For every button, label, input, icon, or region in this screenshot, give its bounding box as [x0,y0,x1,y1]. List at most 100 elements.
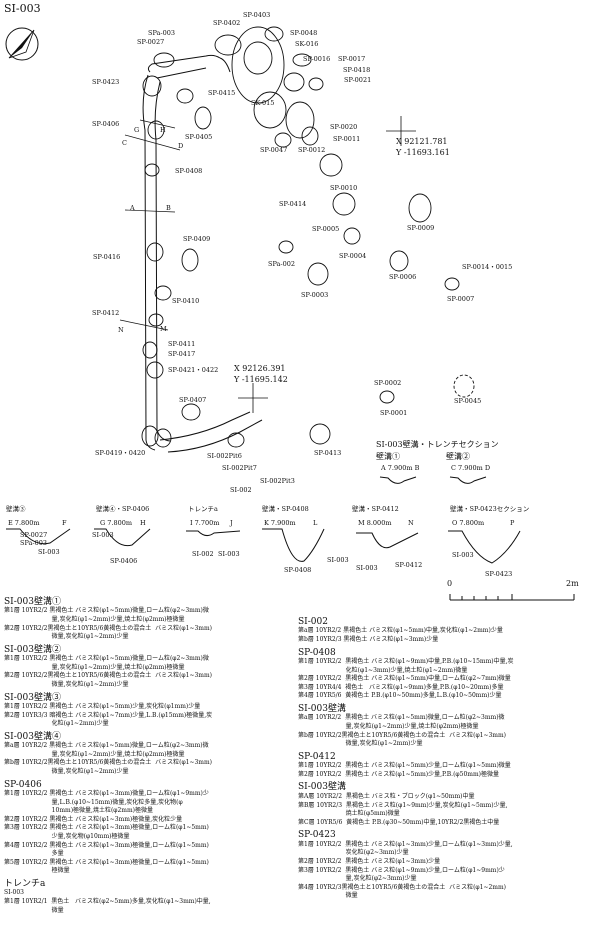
section-label: SP-0412 [395,561,423,569]
pit-label: SP-0004 [339,252,367,260]
section-label: SI-003 [327,556,349,564]
legend-line: 第2層 10YR2/2 黒褐色土 バミス粒(φ1~5mm)中量,ローム粒(φ2~… [298,675,511,683]
pit-label: SP-0006 [389,273,417,281]
legend-line: 微量,炭化粒(φ1~2mm)少量 [4,681,129,689]
section-elevation: O 7.800m [452,519,485,527]
section-elevation: G 7.800m [100,519,133,527]
legend-heading: SI-002 [298,617,328,627]
section-label: SI-003 [218,550,240,558]
legend-line: 第1層 10YR2/2 黒褐色土 バミス粒(φ1~3mm)少量,ローム粒(φ1~… [298,840,513,848]
pit-label: SP-0418 [343,66,371,74]
legend-line: 第B層 10YR2/3 黒褐色土 バミス粒(φ1~9mm)少量,炭化粒(φ1~5… [298,801,508,809]
pit-label: SP-0413 [314,449,342,457]
coord-y-label: Y -11693.161 [396,148,450,157]
section-2-profile [449,476,487,484]
legend-line: 微量 [4,906,64,914]
section-2-elevation: C 7.900m D [451,464,491,472]
legend-line: 量,炭化粒(φ1~2mm)少量,焼土粒(φ2mm)極微量 [4,663,185,671]
legend-line: 第2層 10YR2/2 黒褐色土 バミス粒(φ1~5mm)少量,P.B.(φ50… [298,770,499,778]
legend-line: 第3層 10YR2/2 黒褐色土 バミス粒(φ1~9mm)少量,ローム粒(φ1~… [298,866,505,874]
pit-label: SP-0402 [213,19,241,27]
legend-line: 第3層 10YR4/4 褐色土 バミス粒(φ1~9mm)多量,P.B.(φ10~… [298,683,504,691]
pit-label: SP-0408 [175,167,203,175]
pit-shapes [141,26,475,448]
pit-label: SP-0002 [374,379,402,387]
pit-label: SP-0423 [92,78,120,86]
legend-heading: SI-003壁溝② [4,644,61,655]
section-label: SI-003 [92,531,114,539]
section-letter: B [166,204,171,212]
legend-line: 第2層 10YR2/2黒褐色土と10YR5/6黄褐色土の混合土 バミス粒(φ1~… [4,624,213,632]
legend-line: 量,炭化粒(φ1~2mm)少量,焼土粒(φ2mm)極微量 [4,750,185,758]
legend-line: 化粒(φ1~2mm)少量 [4,720,109,728]
pit-label: SP-0005 [312,225,340,233]
section-title: 壁溝③ [6,505,26,513]
section-label: SP-0406 [110,557,138,565]
legend-line: 第4層 10YR2/2 黒褐色土 バミス粒(φ1~3mm)極微量,ローム粒(φ1… [4,841,209,849]
section-block-title: SI-003壁溝・トレンチセクション [376,440,499,449]
section-label: SI-002 [192,550,214,558]
feature-plan-map [5,26,475,453]
section-elevation: I 7.700m [190,519,220,527]
pit-label: SP-0010 [330,184,358,192]
pit-label: SPa-003 [148,29,176,37]
section-end-letter: H [140,519,146,527]
section-title: 壁溝・SP-0408 [262,505,309,513]
section-label: SP-0423 [485,570,513,578]
legend-line: 化粒(φ1~3mm)少量,焼土粒(φ1~2mm)微量 [298,666,468,674]
section-elevation: M 8.000m [358,519,392,527]
section-label: SI-003 [38,548,60,556]
pit-label: SP-0414 [279,200,307,208]
section-elevation: K 7.900m [264,519,296,527]
legend-heading: SP-0406 [4,779,42,790]
legend-heading: SI-003壁溝 [298,704,346,715]
legend-line: 第2層 10YR3/3 暗褐色土 バミス粒(φ1~7mm)少量,L.B.(φ15… [4,711,213,719]
legend-line: 焼土粒(φ5mm)微量 [298,810,400,818]
pit-label: SI-002Pit7 [222,464,257,472]
legend-line: 第4層 10YR2/3黒褐色土と10YR5/6黄褐色土の混合土 バミス粒(φ1~… [298,883,507,891]
pit-label: SP-0406 [92,120,120,128]
legend-line: 第a層 10YR2/2 黒褐色土 バミス粒(φ1~5mm)中量,炭化粒(φ1~2… [298,627,503,635]
section-profiles [6,528,521,564]
pit-label: SP-0045 [454,397,482,405]
pit-label: SK-015 [251,99,275,107]
legend-line: 第1層 10YR2/2 黒褐色土 バミス粒(φ1~5mm)少量,ローム粒(φ1~… [298,762,511,770]
pit-label: SP-0417 [168,350,196,358]
pit-label: SP-0407 [179,396,207,404]
legend-line: 炭化粒(φ2~3mm)少量 [298,849,409,857]
section-lines [119,119,181,331]
legend-line: 少量,炭化物(φ10mm)極微量 [4,833,130,841]
pit-label: SP-0403 [243,11,271,19]
section-letter: A [130,204,135,212]
section-1-profile [379,476,417,484]
section-letter: H [160,126,166,134]
pit-label: SI-002Pit3 [260,477,295,485]
pit-label: SP-0016 [303,55,331,63]
section-2-title: 壁溝② [446,452,470,461]
pit-label: SP-0011 [333,135,361,143]
section-label: SPa-003 [20,539,48,547]
legend-line: 第5層 10YR2/2 黒褐色土 バミス粒(φ1~3mm)極微量,ローム粒(φ1… [4,858,209,866]
section-label: SP-0408 [284,566,312,574]
pit-label: SP-0021 [344,76,372,84]
section-letter: M [160,325,167,333]
pit-label: SP-0003 [301,291,329,299]
pit-label: SP-0416 [93,253,121,261]
legend-heading: トレンチa [4,879,46,890]
pit-label: SP-0047 [260,146,288,154]
pit-label: SP-0009 [407,224,435,232]
legend-line: 第4層 10YR5/6 黄褐色土 P.B.(φ10~50mm)多量,L.B.(φ… [298,692,502,700]
legend-line: 第a層 10YR2/2 黒褐色土 バミス粒(φ1~5mm)微量,ローム粒(φ2~… [4,742,209,750]
scale-start: 0 [447,579,453,588]
section-letter: G [134,126,140,134]
section-label: SI-003 [356,564,378,572]
legend-heading: SI-003壁溝③ [4,692,61,703]
pit-label: SP-0017 [338,55,366,63]
pit-label: SP-0007 [447,295,475,303]
section-title: 壁溝・SP-0412 [352,505,399,513]
coord-x-label: X 92121.781 [396,137,448,146]
legend-line: 量,炭化粒(φ1~2mm)少量,焼土粒(φ2mm)極微量 [298,723,479,731]
legend-heading: SI-003壁溝① [4,597,61,607]
